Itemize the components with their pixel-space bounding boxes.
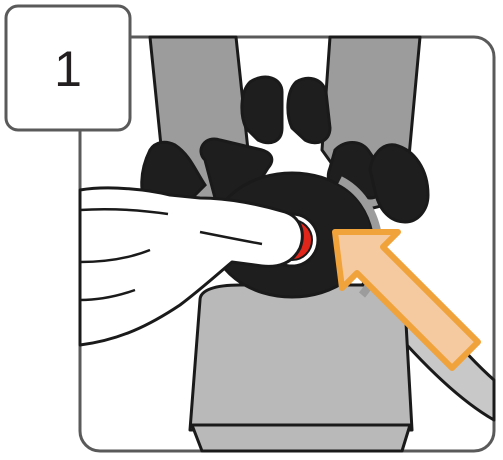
buckle-cover (190, 285, 412, 430)
buckle-cover-lower (192, 425, 410, 451)
step-number: 1 (54, 41, 82, 97)
